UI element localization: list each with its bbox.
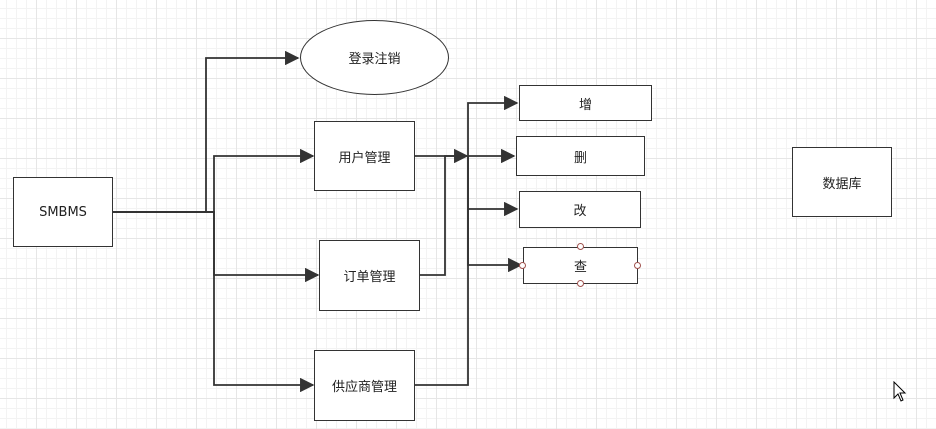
node-update[interactable]: 改 [519, 191, 641, 228]
resize-handle-left[interactable] [519, 262, 526, 269]
edge-order-hub [420, 155, 467, 276]
node-add-label: 增 [578, 97, 592, 113]
edge-hub-add [467, 95, 519, 156]
edge-smbms-order [113, 211, 320, 283]
node-database-label: 数据库 [822, 176, 862, 192]
resize-handle-top[interactable] [577, 243, 584, 250]
node-supplier-management-label: 供应商管理 [331, 380, 397, 395]
node-supplier-management[interactable]: 供应商管理 [314, 350, 415, 421]
node-database[interactable]: 数据库 [792, 147, 892, 217]
edge-smbms-user [113, 148, 315, 213]
node-smbms[interactable]: SMBMS [13, 177, 113, 247]
mouse-pointer-icon [893, 381, 907, 402]
node-query[interactable]: 查 [523, 247, 638, 284]
resize-handle-right[interactable] [634, 262, 641, 269]
edge-smbms-login [113, 50, 300, 213]
node-add[interactable]: 增 [519, 85, 652, 121]
edge-hub-query [467, 209, 523, 273]
node-user-management[interactable]: 用户管理 [314, 121, 415, 191]
node-query-label: 查 [573, 260, 587, 275]
edge-supplier-hub [415, 156, 469, 386]
node-login[interactable]: 登录注销 [300, 20, 449, 95]
node-smbms-label: SMBMS [39, 204, 87, 220]
node-order-management[interactable]: 订单管理 [319, 240, 420, 311]
node-update-label: 改 [573, 204, 587, 219]
node-delete-label: 删 [573, 150, 587, 166]
node-delete[interactable]: 删 [516, 136, 645, 176]
edge-smbms-supplier [113, 211, 315, 393]
node-user-management-label: 用户管理 [338, 150, 391, 166]
edge-hub-update [467, 156, 519, 217]
resize-handle-bottom[interactable] [577, 280, 584, 287]
node-login-label: 登录注销 [348, 52, 401, 67]
node-order-management-label: 订单管理 [343, 270, 396, 285]
